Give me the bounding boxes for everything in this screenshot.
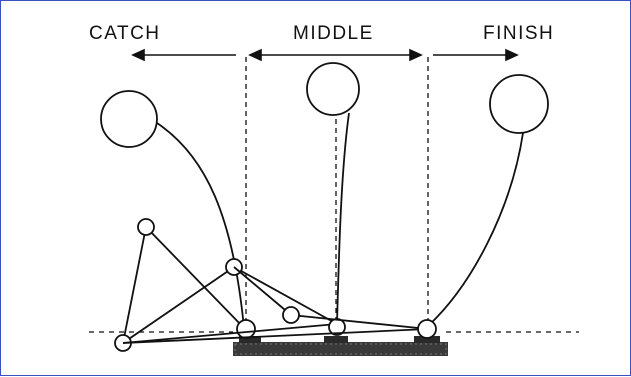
spine-catch <box>156 122 245 329</box>
finish-arrow <box>433 48 519 62</box>
lower-leg-catch <box>122 226 147 344</box>
leg-finish <box>122 328 429 344</box>
phase-dividers <box>245 57 429 331</box>
arm-finish <box>233 266 292 316</box>
arm-middle <box>233 266 338 325</box>
catch-arrow <box>131 48 236 62</box>
head-middle <box>306 62 360 116</box>
elbow-joint-finish <box>282 306 300 324</box>
hip-joint-finish <box>417 319 437 339</box>
phase-label-finish: FINISH <box>483 23 554 44</box>
head-catch <box>100 90 158 148</box>
phase-label-catch: CATCH <box>89 23 161 44</box>
upper-leg-catch <box>145 226 245 329</box>
phase-label-middle: MIDDLE <box>293 23 374 44</box>
track-bar <box>233 336 448 356</box>
spine-middle <box>336 112 350 325</box>
middle-arrow <box>248 48 423 62</box>
spine-finish <box>427 132 524 327</box>
arm-extension-finish <box>290 314 429 330</box>
hip-joint-catch <box>236 319 256 339</box>
leg-middle <box>122 323 338 344</box>
head-finish <box>489 74 549 134</box>
figure-middle <box>122 62 360 344</box>
knee-joint-catch <box>137 218 155 236</box>
figure-catch <box>100 90 256 352</box>
arm-catch <box>122 266 235 344</box>
figure-finish <box>122 74 549 344</box>
